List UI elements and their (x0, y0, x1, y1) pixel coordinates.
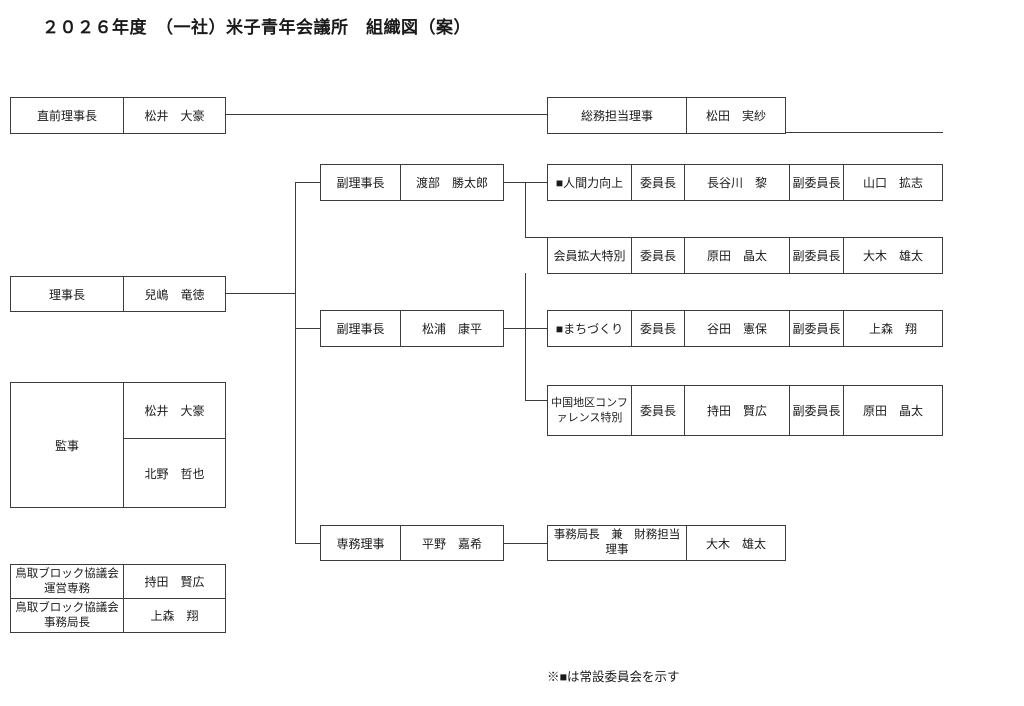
underline-extension (785, 132, 943, 133)
connector-to-executive-director (296, 543, 320, 544)
role-label: 事務局長 兼 財務担当 理事 (553, 529, 681, 556)
chair-name: 谷田 憲保 (684, 311, 789, 346)
connector-past-president-to-general-affairs (226, 114, 547, 115)
role-label: 直前理事長 (36, 109, 97, 123)
connector-president-to-trunk (226, 293, 295, 294)
chair-label: 委員長 (631, 165, 684, 200)
person-name: 上森 翔 (123, 599, 225, 632)
role-label: 理事長 (48, 287, 85, 302)
vice-chair-label: 副委員長 (789, 165, 843, 200)
vice-chair-name: 原田 晶太 (843, 386, 942, 435)
chair-name: 持田 賢広 (684, 386, 789, 435)
vice-chair-label: 副委員長 (789, 238, 843, 273)
chair-label: 委員長 (631, 238, 684, 273)
person-name: 兒嶋 竜徳 (123, 277, 225, 311)
connector-to-committee-2 (525, 237, 547, 238)
committee-row-machizukuri: ■まちづくり 委員長 谷田 憲保 副委員長 上森 翔 (547, 310, 943, 347)
table-row: 鳥取ブロック協議会 事務局長 上森 翔 (11, 598, 225, 632)
connector-vp2-to-committee-3 (504, 328, 547, 329)
box-vice-president-1: 副理事長 渡部 勝太郎 (320, 164, 504, 201)
box-president: 理事長 兒嶋 竜徳 (10, 276, 226, 312)
chair-label: 委員長 (631, 386, 684, 435)
role-label: 専務理事 (336, 536, 385, 551)
box-vice-president-2: 副理事長 松浦 康平 (320, 310, 504, 347)
table-row: 鳥取ブロック協議会 運営専務 持田 賢広 (11, 565, 225, 598)
connector-to-vice-president-2 (296, 328, 320, 329)
trunk-president (295, 182, 296, 544)
box-executive-director: 専務理事 平野 嘉希 (320, 525, 504, 561)
role-label: 鳥取ブロック協議会 運営専務 (15, 567, 119, 595)
trunk-vp2 (525, 273, 526, 401)
vice-chair-name: 山口 拡志 (843, 165, 942, 200)
person-name: 松田 実紗 (686, 98, 785, 133)
box-auditors: 監事 松井 大豪 北野 哲也 (10, 382, 226, 508)
person-name: 大木 雄太 (686, 526, 785, 560)
role-label: 監事 (54, 438, 79, 453)
person-name: 渡部 勝太郎 (400, 165, 503, 200)
person-name: 平野 嘉希 (400, 526, 503, 560)
person-name: 松井 大豪 (123, 98, 225, 133)
chair-name: 長谷川 黎 (684, 165, 789, 200)
role-label: 鳥取ブロック協議会 事務局長 (15, 601, 119, 629)
vice-chair-name: 上森 翔 (843, 311, 942, 346)
legend-footnote: ※■は常設委員会を示す (547, 670, 680, 684)
committee-name: 会員拡大特別 (553, 249, 626, 263)
page-title: ２０２６年度 （一社）米子青年会議所 組織図（案） (42, 18, 471, 37)
connector-ed-to-secretary (504, 543, 547, 544)
vice-chair-label: 副委員長 (789, 311, 843, 346)
box-tottori-block: 鳥取ブロック協議会 運営専務 持田 賢広 鳥取ブロック協議会 事務局長 上森 翔 (10, 564, 226, 633)
role-label: 副理事長 (336, 322, 385, 336)
connector-to-committee-4 (525, 400, 547, 401)
box-secretary-general: 事務局長 兼 財務担当 理事 大木 雄太 (547, 525, 786, 561)
auditor-names: 松井 大豪 北野 哲也 (123, 383, 225, 507)
trunk-vp1 (525, 182, 526, 238)
role-label: 総務担当理事 (580, 109, 653, 123)
vice-chair-label: 副委員長 (789, 386, 843, 435)
person-name: 松浦 康平 (400, 311, 503, 346)
committee-name: ■まちづくり (555, 322, 624, 336)
box-general-affairs-director: 総務担当理事 松田 実紗 (547, 97, 786, 134)
person-name: 北野 哲也 (124, 438, 225, 507)
committee-row-chugoku-conference: 中国地区コンフ ァレンス特別 委員長 持田 賢広 副委員長 原田 晶太 (547, 385, 943, 436)
committee-row-member-expansion: 会員拡大特別 委員長 原田 晶太 副委員長 大木 雄太 (547, 237, 943, 274)
connector-to-vice-president-1 (296, 182, 320, 183)
person-name: 持田 賢広 (123, 565, 225, 598)
role-label: 副理事長 (336, 176, 385, 190)
chair-label: 委員長 (631, 311, 684, 346)
box-immediate-past-president: 直前理事長 松井 大豪 (10, 97, 226, 134)
committee-row-human-development: ■人間力向上 委員長 長谷川 黎 副委員長 山口 拡志 (547, 164, 943, 201)
person-name: 松井 大豪 (144, 404, 205, 418)
vice-chair-name: 大木 雄太 (843, 238, 942, 273)
committee-name: 中国地区コンフ ァレンス特別 (551, 397, 628, 424)
chair-name: 原田 晶太 (684, 238, 789, 273)
committee-name: ■人間力向上 (555, 176, 624, 190)
